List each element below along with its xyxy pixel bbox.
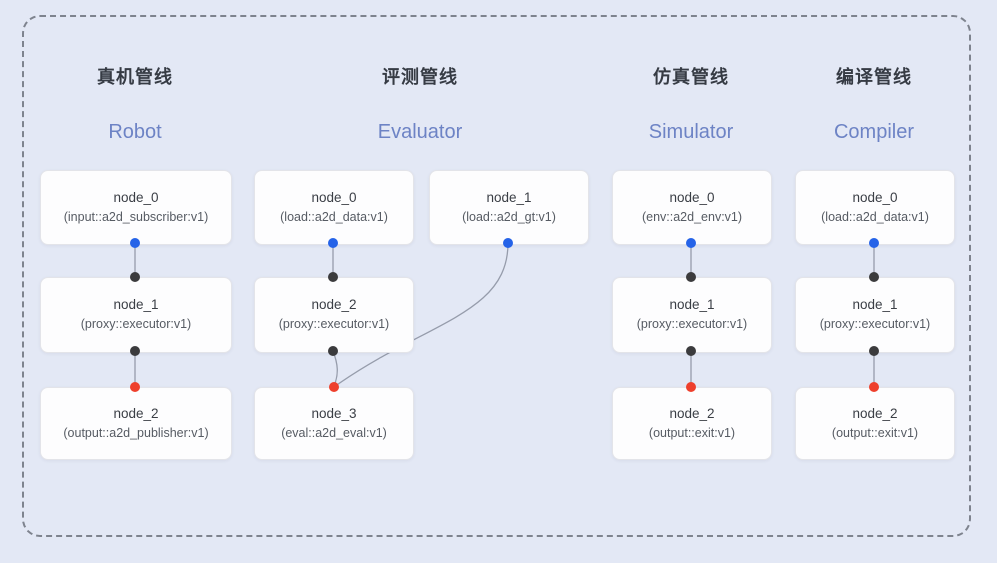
node-type: (output::a2d_publisher:v1) xyxy=(63,425,209,440)
node-title: node_2 xyxy=(113,405,159,421)
node-type: (eval::a2d_eval:v1) xyxy=(281,425,387,440)
node-title: node_1 xyxy=(852,297,898,313)
node-title: node_2 xyxy=(852,405,898,421)
node-type: (env::a2d_env:v1) xyxy=(641,209,743,224)
pipeline-en-title-evaluator: Evaluator xyxy=(377,121,463,143)
node-type: (proxy::executor:v1) xyxy=(278,317,390,332)
node-title: node_1 xyxy=(113,297,159,313)
node-type: (proxy::executor:v1) xyxy=(636,317,748,332)
node-type: (input::a2d_subscriber:v1) xyxy=(63,209,209,224)
pipeline-cn-title-simulator: 仿真管线 xyxy=(653,67,729,87)
pipeline-en-title-simulator: Simulator xyxy=(648,121,734,143)
node-type: (load::a2d_data:v1) xyxy=(821,209,929,224)
pipeline-en-title-compiler: Compiler xyxy=(833,121,915,143)
pipeline-cn-title-compiler: 编译管线 xyxy=(836,67,912,87)
node-title: node_2 xyxy=(669,405,715,421)
node-card-simulator-node1: node_1 (proxy::executor:v1) xyxy=(612,277,772,353)
node-type: (load::a2d_data:v1) xyxy=(280,209,388,224)
node-card-robot-node0: node_0 (input::a2d_subscriber:v1) xyxy=(40,170,232,245)
pipeline-cn-title-robot: 真机管线 xyxy=(97,67,173,87)
node-card-simulator-node0: node_0 (env::a2d_env:v1) xyxy=(612,170,772,245)
node-title: node_0 xyxy=(852,189,898,205)
node-card-robot-node1: node_1 (proxy::executor:v1) xyxy=(40,277,232,353)
node-title: node_0 xyxy=(669,189,715,205)
node-card-evaluator-node0: node_0 (load::a2d_data:v1) xyxy=(254,170,414,245)
node-card-evaluator-node1: node_1 (load::a2d_gt:v1) xyxy=(429,170,589,245)
node-type: (proxy::executor:v1) xyxy=(80,317,192,332)
node-type: (output::exit:v1) xyxy=(831,425,919,440)
node-title: node_1 xyxy=(669,297,715,313)
node-title: node_1 xyxy=(486,189,532,205)
diagram-dashed-frame xyxy=(22,15,971,537)
node-card-compiler-node0: node_0 (load::a2d_data:v1) xyxy=(795,170,955,245)
node-card-evaluator-node2: node_2 (proxy::executor:v1) xyxy=(254,277,414,353)
node-card-evaluator-node3: node_3 (eval::a2d_eval:v1) xyxy=(254,387,414,460)
pipeline-cn-title-evaluator: 评测管线 xyxy=(382,67,458,87)
node-card-simulator-node2: node_2 (output::exit:v1) xyxy=(612,387,772,460)
node-type: (output::exit:v1) xyxy=(648,425,736,440)
node-card-robot-node2: node_2 (output::a2d_publisher:v1) xyxy=(40,387,232,460)
node-type: (load::a2d_gt:v1) xyxy=(462,209,556,224)
node-title: node_2 xyxy=(311,297,357,313)
node-card-compiler-node1: node_1 (proxy::executor:v1) xyxy=(795,277,955,353)
node-title: node_0 xyxy=(311,189,357,205)
node-type: (proxy::executor:v1) xyxy=(819,317,931,332)
node-title: node_3 xyxy=(311,405,357,421)
node-card-compiler-node2: node_2 (output::exit:v1) xyxy=(795,387,955,460)
pipeline-en-title-robot: Robot xyxy=(108,121,162,143)
node-title: node_0 xyxy=(113,189,159,205)
